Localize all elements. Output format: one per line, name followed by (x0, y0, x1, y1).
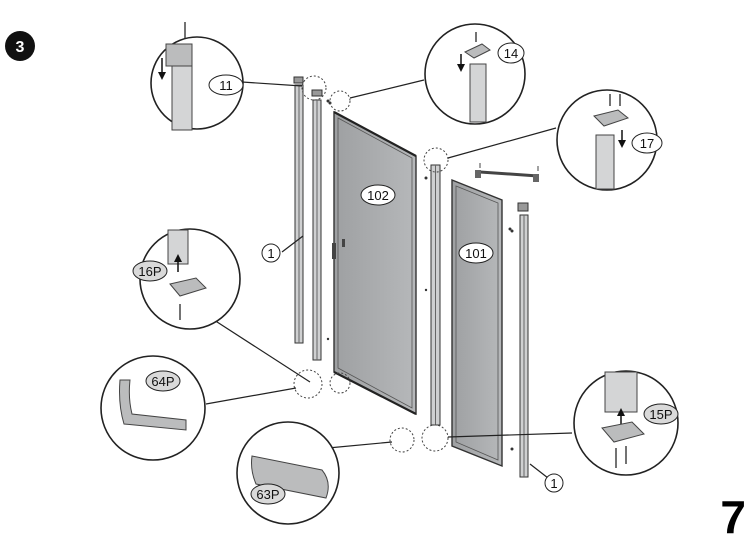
part-label-1-right: 1 (550, 476, 557, 491)
page-number: 7 (720, 491, 746, 543)
left-wall-profiles (293, 76, 323, 361)
part-label-101: 101 (465, 246, 487, 261)
part-label-14: 14 (504, 46, 518, 61)
part-label-17: 17 (640, 136, 654, 151)
top-stabilizer-bar (475, 163, 539, 182)
part-label-11-bubble (208, 74, 244, 96)
panel-label-101: 101 (458, 242, 494, 264)
fixed-panel-101 (451, 178, 503, 468)
step-badge: 3 (5, 31, 35, 61)
detail-hotspots (293, 75, 449, 453)
door-panel-102 (332, 110, 417, 416)
part-label-15p: 15P (649, 407, 672, 422)
profile-label-1-right: 1 (544, 473, 564, 493)
panel-label-102: 102 (360, 184, 396, 206)
part-label-63p: 63P (256, 487, 279, 502)
leader-lines (205, 79, 573, 479)
detail-callout-15p: 15P (573, 370, 679, 476)
center-post-profile (430, 164, 441, 426)
step-number: 3 (16, 39, 25, 56)
profile-label-1-left: 1 (261, 243, 281, 263)
detail-callout-17: 17 (556, 89, 663, 191)
detail-callout-63p: 63P (236, 421, 340, 525)
part-label-102: 102 (367, 188, 389, 203)
detail-callout-11: 11 (150, 22, 244, 131)
part-label-16p: 16P (138, 264, 161, 279)
detail-callout-64p: 64P (100, 355, 206, 461)
part-label-11: 11 (219, 78, 233, 93)
right-wall-profile (517, 202, 529, 478)
detail-callout-14: 14 (424, 23, 526, 125)
detail-callout-16p: 16P (132, 228, 241, 330)
door-handle (332, 243, 336, 259)
part-label-1-left: 1 (267, 246, 274, 261)
part-label-64p: 64P (151, 374, 174, 389)
